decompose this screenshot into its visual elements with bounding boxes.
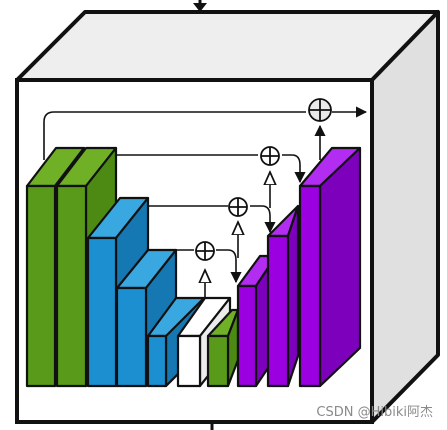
purple-block-3-side (318, 146, 362, 388)
purple-block-2-side (286, 204, 300, 388)
green-block-1-front (25, 184, 57, 388)
blue-block-2-front (115, 286, 148, 388)
green-block-2-front (55, 184, 88, 388)
add-4-down (216, 249, 242, 284)
skip-connection-1 (43, 111, 306, 160)
watermark-text: CSDN @Hibiki阿杰 (316, 405, 433, 420)
skip-connections (43, 111, 306, 251)
purple-block-2-front (266, 234, 290, 388)
add-nodes (195, 98, 332, 261)
purple-block-3-front (298, 184, 322, 388)
add-node-1 (308, 98, 332, 122)
bottleneck-blocks (176, 296, 240, 388)
blue-block-1-front (86, 236, 118, 388)
add-node-4 (195, 241, 215, 261)
cube-top-face (15, 10, 440, 82)
add-node-3 (228, 197, 248, 217)
add-node-2 (260, 146, 280, 166)
add-2-down (282, 154, 306, 184)
cube-side-face (370, 10, 440, 424)
add-3-down (250, 205, 276, 234)
white-block-front (176, 334, 202, 388)
decoder-purple-blocks (236, 146, 362, 388)
purple-block-1-front (236, 284, 258, 388)
upsample-connections (205, 106, 368, 298)
green-bottleneck-front (206, 334, 230, 388)
blue-block-3-front (146, 334, 168, 388)
input-arrow-head (193, 3, 207, 12)
